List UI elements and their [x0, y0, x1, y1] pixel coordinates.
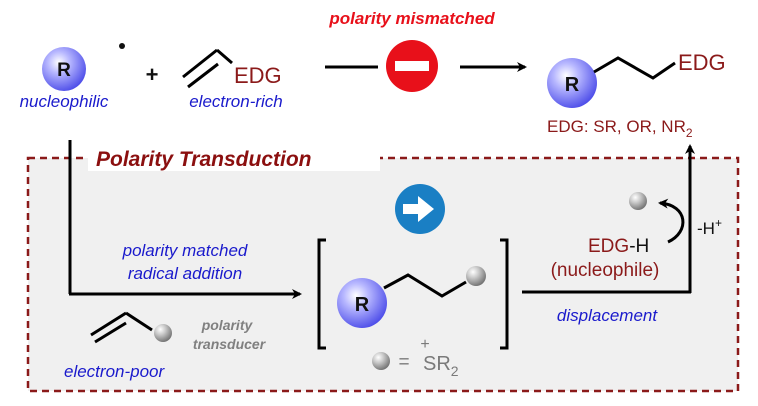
proton-loss-label: -H+: [697, 216, 722, 238]
product-chain: [593, 56, 676, 80]
stop-sign-icon: [386, 40, 438, 92]
alkene-electron-rich-icon: [182, 48, 233, 89]
nucleophile-caption: (nucleophile): [551, 260, 660, 281]
matched-label-line2: radical addition: [128, 264, 242, 283]
edg-examples: EDG: SR, OR, NR2: [547, 117, 693, 140]
intermediate-transducer-sphere: [466, 266, 486, 286]
nucleophile-formula: EDG-H: [588, 236, 649, 257]
curved-arrow-icon: [658, 198, 685, 244]
displacement-label: displacement: [557, 306, 658, 325]
electron-poor-caption: electron-poor: [64, 362, 166, 381]
plus-sign: +: [146, 62, 159, 87]
intermediate-radical-sphere: [337, 278, 387, 328]
product-edg-label: EDG: [678, 50, 726, 75]
leaving-group-sphere: [629, 192, 647, 210]
transducer-label-line1: polarity: [201, 317, 254, 333]
right-bracket: [500, 238, 509, 350]
transduction-box: [26, 156, 740, 393]
radical-dot-icon: [119, 43, 125, 49]
intermediate-chain: [383, 273, 467, 298]
legend-sphere: [372, 352, 390, 370]
go-sign-icon: [395, 184, 445, 234]
box-title-mask: [88, 145, 380, 171]
product-radical-label: R: [565, 74, 580, 96]
radical-label: R: [57, 60, 71, 81]
matched-label-line1: polarity matched: [122, 241, 248, 260]
left-bracket: [317, 238, 326, 350]
alkene-caption: electron-rich: [189, 92, 283, 111]
mismatch-label: polarity mismatched: [328, 9, 495, 28]
transducer-label-line2: transducer: [193, 336, 267, 352]
product-radical-sphere: [547, 58, 597, 108]
radical-caption: nucleophilic: [20, 92, 109, 111]
intermediate-radical-label: R: [355, 294, 370, 316]
legend-group: SR2: [423, 353, 459, 379]
alkene-electron-poor-icon: [90, 311, 153, 344]
box-title: Polarity Transduction: [96, 148, 312, 171]
legend-equals: =: [398, 352, 409, 373]
legend-plus: +: [420, 336, 429, 353]
transducer-sphere: [154, 324, 172, 342]
radical-sphere: [42, 47, 86, 91]
alkene-edg-label: EDG: [234, 63, 282, 88]
